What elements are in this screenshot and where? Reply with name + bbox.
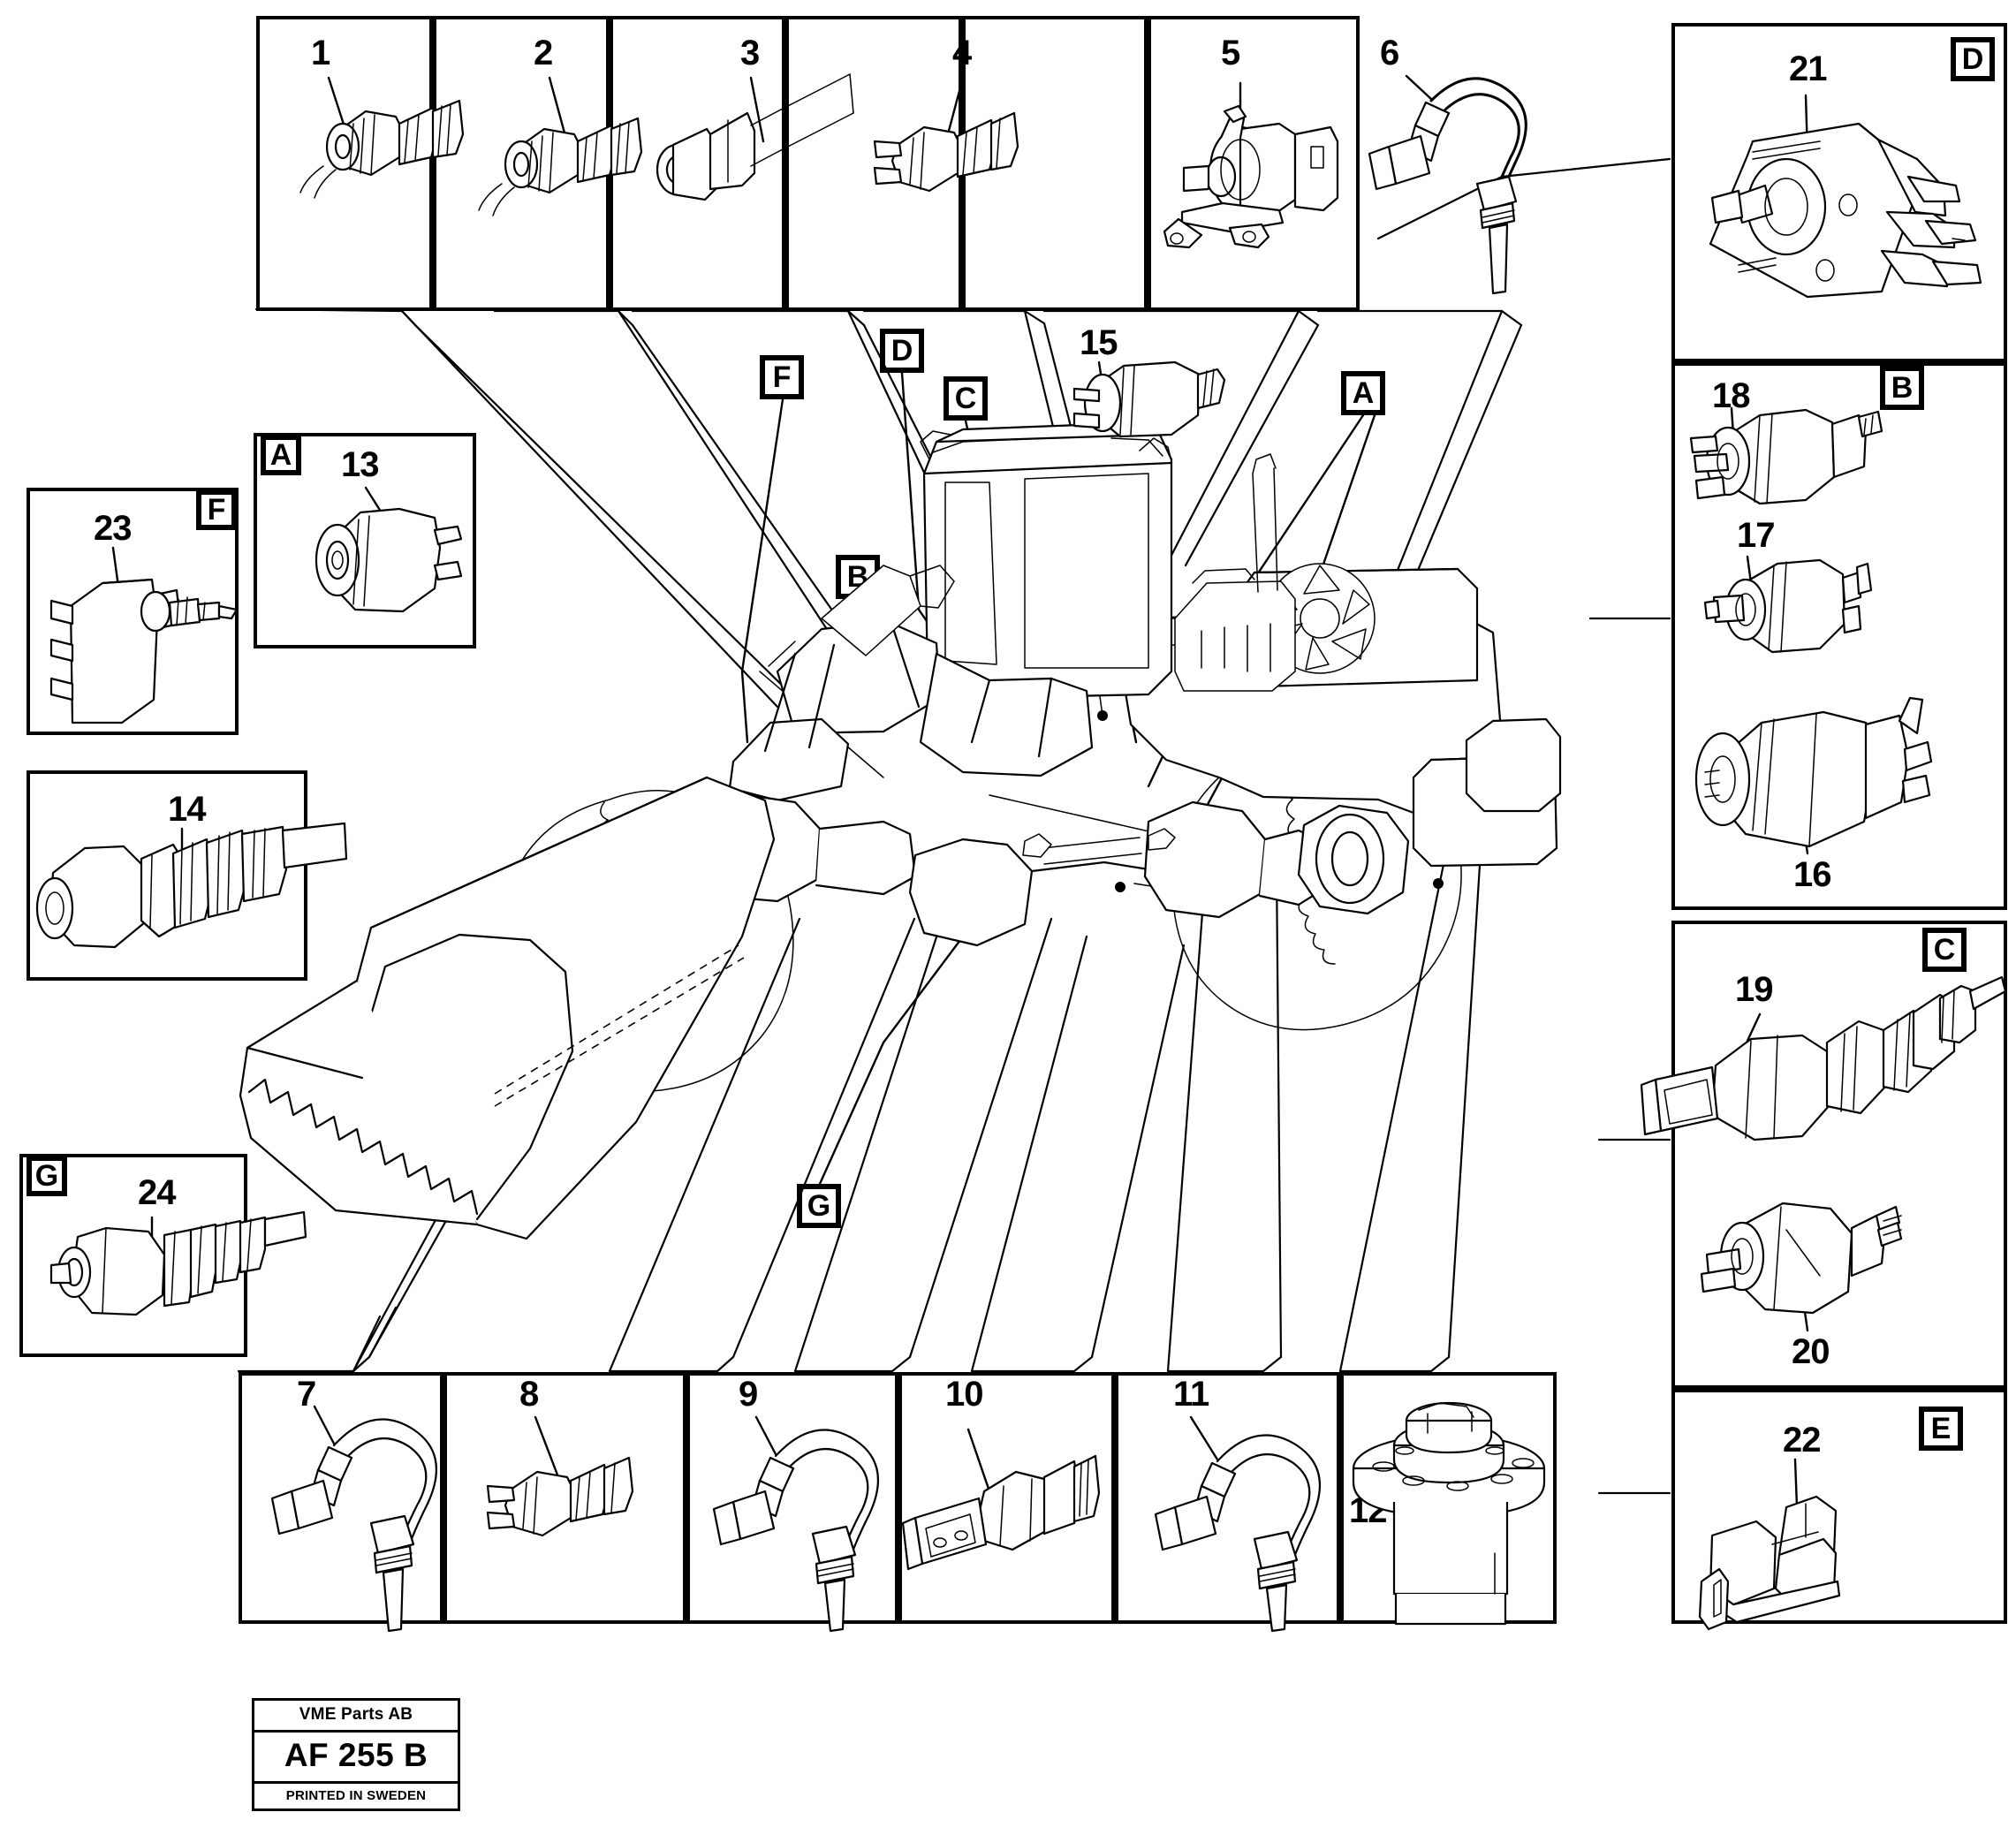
- panel-item-9: [686, 1372, 898, 1624]
- wheel-loader-illustration: [239, 422, 1562, 1240]
- number-20: 20: [1792, 1332, 1830, 1371]
- title-block-company: VME Parts AB: [254, 1701, 458, 1733]
- number-22: 22: [1783, 1421, 1821, 1460]
- bucket-hidden-lines: [494, 944, 745, 1107]
- part-art-4: [873, 76, 1019, 193]
- part-art-12: [1352, 1401, 1546, 1626]
- part-art-22: [1698, 1458, 1841, 1631]
- callout-letterbox-C: C: [944, 376, 988, 421]
- part-art-19: [1640, 975, 2007, 1141]
- number-15: 15: [1080, 323, 1118, 362]
- letterbox-C-panel: C: [1922, 928, 1967, 972]
- rear-counterweight: [1465, 717, 1562, 813]
- part-art-11: [1154, 1415, 1322, 1633]
- letterbox-A-panel: A: [261, 435, 301, 475]
- number-6: 6: [1380, 34, 1399, 72]
- number-10: 10: [945, 1375, 983, 1414]
- title-block-footer: PRINTED IN SWEDEN: [285, 1788, 427, 1803]
- part-art-24: [49, 1210, 307, 1316]
- part-art-13: [315, 486, 463, 613]
- exhaust-stack: [1252, 453, 1278, 593]
- part-art-23: [49, 546, 239, 724]
- letterbox-F-panel: F: [196, 489, 237, 530]
- part-art-15: [1072, 360, 1226, 438]
- letterbox-D-panel: D: [1951, 37, 1995, 81]
- callout-letterbox-D: D: [880, 329, 924, 373]
- lift-arms: [728, 620, 1094, 802]
- number-1: 1: [311, 34, 330, 72]
- part-art-2: [478, 76, 643, 216]
- number-16: 16: [1793, 855, 1831, 894]
- part-art-9: [712, 1415, 880, 1633]
- callout-letterbox-G: G: [797, 1184, 841, 1228]
- title-block: VME Parts AB AF 255 B PRINTED IN SWEDEN: [252, 1698, 460, 1811]
- rear-hub-right: [1297, 804, 1410, 915]
- part-art-3: [656, 73, 854, 201]
- part-art-5: [1163, 81, 1339, 249]
- title-block-drawing-number: AF 255 B: [254, 1733, 458, 1784]
- letterbox-E-panel: E: [1919, 1407, 1963, 1451]
- part-art-8: [486, 1415, 634, 1537]
- number-8: 8: [519, 1375, 539, 1414]
- cab-glazing: [932, 437, 1163, 669]
- part-art-16: [1694, 696, 1933, 855]
- number-5: 5: [1221, 34, 1240, 72]
- tilt-cylinder: [768, 565, 955, 667]
- number-14: 14: [168, 790, 206, 829]
- panel-C: [1671, 921, 2007, 1389]
- number-17: 17: [1737, 516, 1775, 555]
- part-art-7: [270, 1405, 438, 1633]
- number-4: 4: [952, 34, 972, 72]
- callout-letterbox-F: F: [760, 355, 804, 399]
- loader-bucket: [239, 776, 776, 1240]
- panel-item-11: [1115, 1372, 1340, 1624]
- number-7: 7: [297, 1375, 316, 1414]
- number-21: 21: [1789, 49, 1827, 88]
- cab-handrails: [920, 430, 1172, 462]
- callout-letterbox-A: A: [1341, 371, 1385, 415]
- part-art-17: [1703, 555, 1873, 654]
- link-rods: [1022, 828, 1176, 865]
- part-art-20: [1700, 1202, 1903, 1332]
- part-art-1: [299, 76, 465, 199]
- part-art-18: [1689, 406, 1883, 505]
- number-9: 9: [739, 1375, 758, 1414]
- part-art-14: [35, 822, 348, 949]
- part-art-21: [1709, 94, 1982, 299]
- part-art-6: [1368, 74, 1527, 295]
- number-23: 23: [94, 509, 132, 548]
- letterbox-G-panel: G: [27, 1156, 67, 1196]
- number-24: 24: [138, 1173, 176, 1212]
- number-19: 19: [1735, 970, 1773, 1009]
- fan-lines-bottom: [237, 793, 1486, 1373]
- operator-cab: [922, 422, 1173, 700]
- number-13: 13: [341, 445, 379, 484]
- number-2: 2: [534, 34, 553, 72]
- drive-shaft: [693, 793, 1329, 947]
- number-3: 3: [740, 34, 760, 72]
- letterbox-B-panel: B: [1880, 366, 1924, 410]
- part-art-10: [901, 1428, 1101, 1571]
- bucket-teeth: [247, 1078, 479, 1216]
- number-11: 11: [1173, 1375, 1209, 1414]
